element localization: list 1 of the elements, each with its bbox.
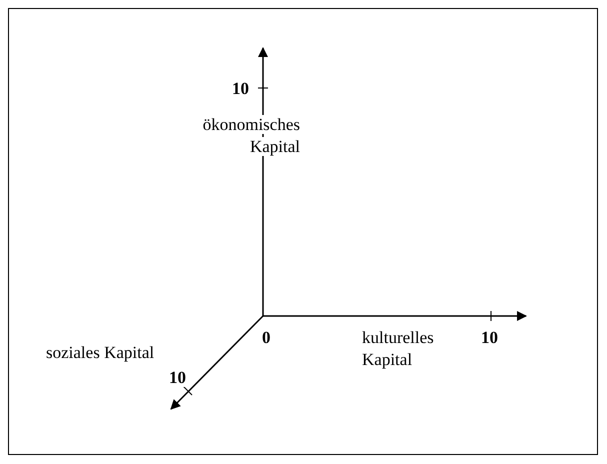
- axis-label: ökonomisches Kapital: [202, 114, 300, 158]
